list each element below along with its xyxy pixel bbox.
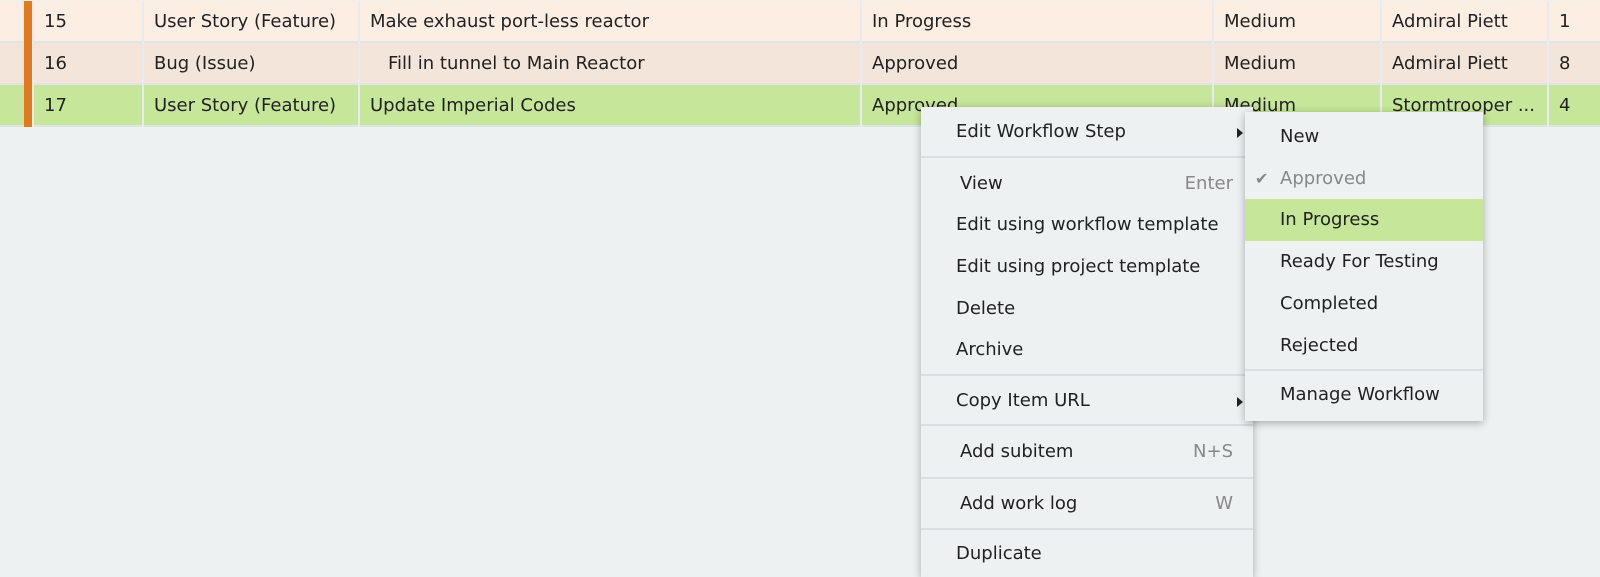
- submenu-arrow-icon: [1237, 397, 1243, 407]
- item-color-bar: [24, 85, 32, 127]
- label: View: [960, 173, 1003, 194]
- cell-owner: Admiral Piett: [1380, 1, 1547, 43]
- cell-type: User Story (Feature): [142, 85, 358, 127]
- cell-id: 16: [32, 43, 142, 85]
- cell-type: User Story (Feature): [142, 1, 358, 43]
- menu-copy-item-url[interactable]: Copy Item URL: [921, 380, 1253, 422]
- cell-extra: 4: [1547, 85, 1600, 127]
- cell-priority: Medium: [1212, 1, 1380, 43]
- cell-id: 17: [32, 85, 142, 127]
- item-color-bar: [24, 1, 32, 43]
- shortcut: Enter: [1184, 173, 1233, 194]
- label: Edit Workflow Step: [956, 121, 1126, 142]
- menu-edit-workflow-step[interactable]: Edit Workflow Step: [921, 111, 1253, 153]
- cell-status: In Progress: [860, 1, 1212, 43]
- cell-owner: Admiral Piett: [1380, 43, 1547, 85]
- label: Copy Item URL: [956, 390, 1090, 411]
- cell-name: Fill in tunnel to Main Reactor: [358, 43, 860, 85]
- label: Add subitem: [960, 441, 1074, 462]
- cell-name: Update Imperial Codes: [358, 85, 860, 127]
- label: Completed: [1280, 292, 1379, 314]
- cell-extra: 1: [1547, 1, 1600, 43]
- divider: [921, 424, 1253, 426]
- cell-owner: Stormtrooper ...: [1380, 85, 1547, 127]
- cell-priority: Medium: [1212, 43, 1380, 85]
- workflow-step-completed[interactable]: Completed: [1245, 283, 1483, 325]
- menu-duplicate[interactable]: Duplicate: [956, 543, 1042, 564]
- workflow-step-approved[interactable]: ✔ Approved: [1245, 158, 1483, 200]
- workflow-step-new[interactable]: New: [1245, 116, 1483, 158]
- divider: [1245, 369, 1483, 371]
- cell-type: Bug (Issue): [142, 43, 358, 85]
- menu-delete[interactable]: Delete: [956, 298, 1016, 319]
- label: Add work log: [960, 493, 1078, 514]
- item-color-bar: [24, 43, 32, 85]
- context-menu: Edit Workflow Step View Enter Edit using …: [921, 107, 1253, 577]
- menu-add-work-log[interactable]: Add work log W: [921, 483, 1253, 525]
- divider: [921, 374, 1253, 376]
- menu-edit-workflow-template[interactable]: Edit using workflow template: [956, 214, 1219, 235]
- shortcut: N+S: [1193, 441, 1233, 462]
- workflow-step-ready-for-testing[interactable]: Ready For Testing: [1245, 241, 1483, 283]
- menu-view[interactable]: View Enter: [921, 163, 1253, 205]
- divider: [921, 477, 1253, 479]
- label: New: [1280, 126, 1320, 147]
- cell-status: Approved: [860, 43, 1212, 85]
- menu-archive[interactable]: Archive: [956, 339, 1024, 360]
- manage-workflow[interactable]: Manage Workflow: [1280, 384, 1440, 405]
- workflow-step-in-progress[interactable]: In Progress: [1245, 199, 1483, 242]
- menu-add-subitem[interactable]: Add subitem N+S: [921, 431, 1253, 473]
- submenu-arrow-icon: [1237, 128, 1243, 138]
- cell-extra: 8: [1547, 43, 1600, 85]
- divider: [921, 156, 1253, 158]
- label: Approved: [1280, 167, 1367, 189]
- checkmark-icon: ✔: [1255, 168, 1269, 188]
- divider: [921, 528, 1253, 530]
- cell-id: 15: [32, 1, 142, 43]
- workflow-step-rejected[interactable]: Rejected: [1245, 325, 1483, 367]
- label: Rejected: [1280, 334, 1359, 356]
- shortcut: W: [1215, 493, 1233, 514]
- menu-edit-project-template[interactable]: Edit using project template: [956, 256, 1201, 277]
- cell-name: Make exhaust port-less reactor: [358, 1, 860, 43]
- label: In Progress: [1280, 209, 1380, 231]
- label: Ready For Testing: [1280, 251, 1439, 273]
